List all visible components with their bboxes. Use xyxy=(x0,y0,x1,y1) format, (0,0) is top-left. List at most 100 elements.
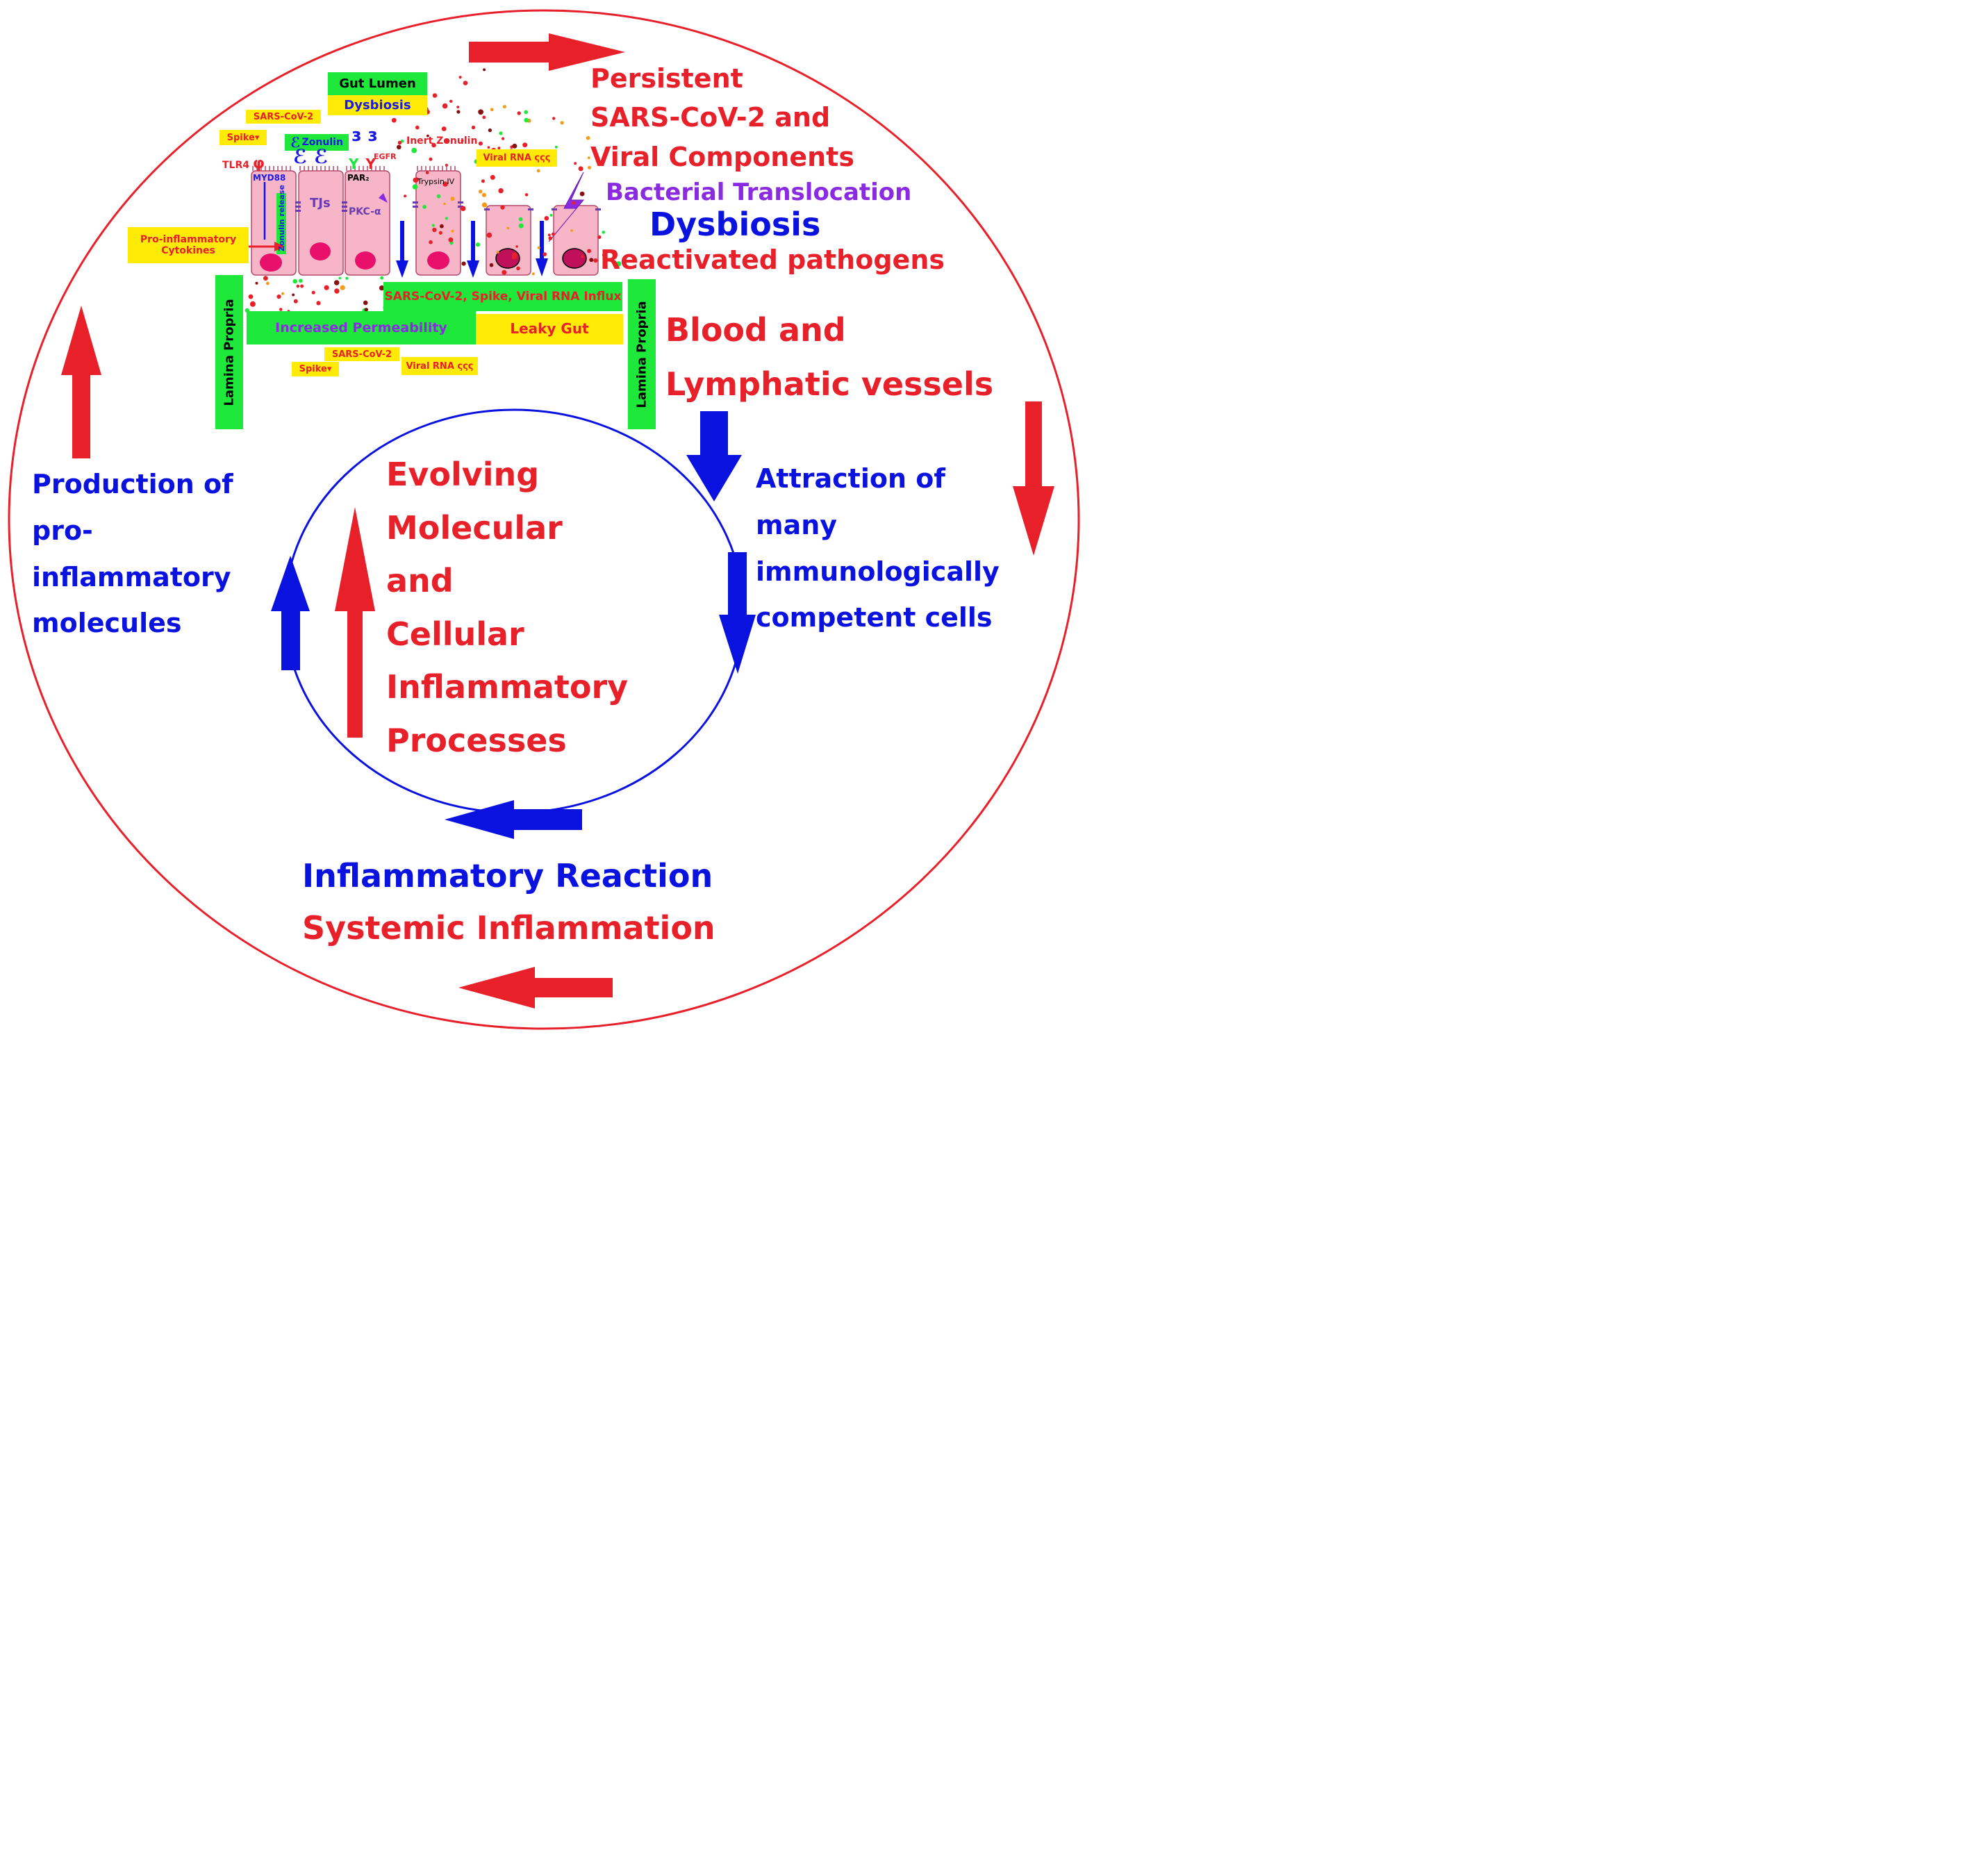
zonulin-glyphs-right: ɜ ɜ xyxy=(351,125,378,146)
influx-box: SARS-CoV-2, Spike, Viral RNA Influx xyxy=(383,282,622,311)
particle xyxy=(266,281,270,285)
pkc-label: PKC-α xyxy=(349,206,381,217)
spike-bottom-label: Spike▾ xyxy=(299,364,332,374)
particle xyxy=(333,280,340,285)
particle xyxy=(489,263,494,267)
particle xyxy=(518,217,523,222)
myd88-label: MYD88 xyxy=(253,173,286,183)
particle xyxy=(296,284,300,288)
egfr-label: EGFR xyxy=(374,152,397,161)
particle xyxy=(487,146,490,149)
particle xyxy=(255,281,258,285)
zonulin-glyphs: ℰ ℰ xyxy=(293,145,329,168)
viral-rna-bottom-label: Viral RNA ςςς xyxy=(406,360,474,372)
particle xyxy=(432,227,437,233)
leaky-gut-label: Leaky Gut xyxy=(510,320,589,337)
particle xyxy=(490,174,495,180)
inflammatory-reaction-label: Inflammatory Reaction xyxy=(302,857,713,895)
particle xyxy=(436,194,441,199)
particle xyxy=(281,292,284,295)
particle xyxy=(531,272,535,276)
particle xyxy=(391,117,397,123)
particle xyxy=(502,269,507,275)
cytokines-line-1: Pro-inflammatory xyxy=(140,234,237,245)
particle xyxy=(481,202,488,208)
particle xyxy=(429,157,433,161)
zonulin-symbol: ℰ xyxy=(290,134,301,151)
particle xyxy=(415,177,420,182)
lamina-propria-left: Lamina Propria xyxy=(215,275,243,429)
diagram-graphics xyxy=(8,9,1080,1030)
particle xyxy=(544,216,549,221)
particle xyxy=(572,201,576,205)
diagram-canvas: Persistent SARS-CoV-2 and Viral Componen… xyxy=(0,0,1088,1040)
particle xyxy=(461,139,464,142)
sars-cov2-bottom-label: SARS-CoV-2 xyxy=(331,349,392,360)
particle xyxy=(478,109,483,115)
spike-top-label: Spike▾ xyxy=(226,132,260,143)
red-arrow-top-right xyxy=(469,33,625,71)
particle xyxy=(456,110,461,114)
particle xyxy=(364,308,368,312)
attraction-line-1: Attraction of xyxy=(756,463,945,494)
particle xyxy=(478,141,483,146)
persistent-line-2: SARS-CoV-2 and xyxy=(590,102,831,133)
influx-label: SARS-CoV-2, Spike, Viral RNA Influx xyxy=(384,290,622,304)
particle xyxy=(451,229,454,233)
particle xyxy=(481,192,487,197)
particle xyxy=(440,224,444,229)
particle xyxy=(248,294,254,299)
particle xyxy=(524,193,529,197)
particle xyxy=(445,217,449,220)
particle xyxy=(425,171,429,174)
particle xyxy=(438,231,442,235)
particle xyxy=(415,125,420,130)
leaky-gut-frame xyxy=(476,343,623,345)
evolving-line-5: Inflammatory xyxy=(386,668,629,706)
particle xyxy=(483,68,486,72)
blue-arrow-bottom-left xyxy=(445,800,582,839)
particle xyxy=(502,105,506,109)
particle xyxy=(448,237,454,242)
lumen-dysbiosis-box: Dysbiosis xyxy=(328,95,427,115)
particle xyxy=(404,194,407,198)
blue-arrow-down-vessels xyxy=(686,411,742,501)
lumen-dysbiosis-label: Dysbiosis xyxy=(344,98,411,113)
reactivated-pathogens-label: Reactivated pathogens xyxy=(600,244,945,275)
particle xyxy=(522,142,528,148)
particle xyxy=(397,144,401,150)
spike-top-box: Spike▾ xyxy=(220,130,267,145)
persistent-line-1: Persistent xyxy=(590,63,743,94)
particle xyxy=(552,232,555,236)
blue-arrow-down-right xyxy=(719,552,756,674)
particle xyxy=(292,279,298,284)
particle xyxy=(311,290,315,294)
particle xyxy=(498,188,504,194)
particle xyxy=(431,224,435,227)
particle xyxy=(426,134,429,138)
particle xyxy=(524,117,529,123)
inert-zonulin-label: Inert Zonulin xyxy=(406,135,478,147)
particle xyxy=(506,226,510,230)
particle xyxy=(578,166,583,172)
particle xyxy=(589,258,594,263)
attraction-line-4: competent cells xyxy=(756,602,993,633)
zonulin-box: ℰ Zonulin xyxy=(285,134,349,151)
particle xyxy=(397,140,402,145)
particle xyxy=(463,81,468,85)
blood-vessels-line-2: Lymphatic vessels xyxy=(665,365,994,403)
red-arrow-bottom-left xyxy=(458,967,613,1008)
particle xyxy=(499,131,503,135)
particle xyxy=(279,308,283,311)
particle xyxy=(422,205,426,209)
particle xyxy=(500,205,505,210)
particle xyxy=(597,235,602,239)
particle xyxy=(602,231,605,234)
particle xyxy=(429,240,433,244)
evolving-line-1: Evolving xyxy=(386,456,540,493)
particle xyxy=(471,125,476,130)
persistent-line-3: Viral Components xyxy=(590,142,854,172)
permeability-box: Increased Permeability xyxy=(247,311,476,345)
trypsin-label: Trypsin IV xyxy=(417,177,455,186)
red-arrow-right-down xyxy=(1013,401,1054,556)
